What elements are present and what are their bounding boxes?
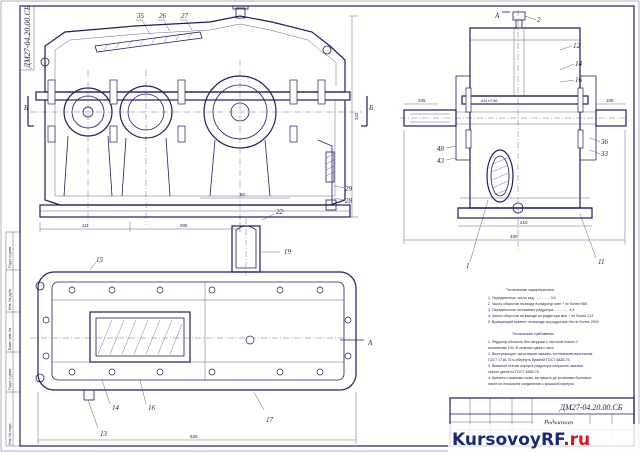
callout-26: 26 xyxy=(159,12,167,20)
plan-inspection-cover xyxy=(89,311,191,363)
side-drain-plug xyxy=(512,202,524,214)
dim-side-bottom-1: 210 xyxy=(520,220,528,225)
dim-plan-length: 625 xyxy=(190,434,198,439)
spec-3: 3. Передаточное отношение редуктора ....… xyxy=(488,308,574,312)
callout-1: 1 xyxy=(466,262,470,270)
side-flange-bolts xyxy=(465,87,584,149)
callout-48: 48 xyxy=(437,145,445,153)
req-2: количестве 10ч. В течении одного часа. xyxy=(488,346,554,350)
spec-2: 2. Число оборотов на входе в редуктор ми… xyxy=(488,302,587,306)
strip-label-3: Взам. инв. № xyxy=(8,328,12,350)
side-fit-label: ⌀34 H7/k6 xyxy=(481,99,498,103)
breather-plug xyxy=(235,7,246,19)
callout-43: 43 xyxy=(437,157,445,165)
side-base-foot xyxy=(457,207,593,219)
front-joint-flange xyxy=(35,91,351,101)
side-left-boss xyxy=(455,75,471,161)
strip-label-4: Инв. № дубл. xyxy=(8,288,12,310)
callout-16: 16 xyxy=(575,76,583,84)
front-bearing-boss-1 xyxy=(63,87,113,137)
callout-19: 19 xyxy=(284,248,292,256)
watermark-text: KursovoyRF.ru xyxy=(452,430,590,450)
dim-side-left: 105 xyxy=(418,98,426,103)
callout-13: 13 xyxy=(100,430,108,438)
front-flange-bolts xyxy=(47,79,326,143)
section-label-right: Б xyxy=(368,104,373,112)
sight-glass-hatch xyxy=(325,153,335,177)
callout-11: 11 xyxy=(598,258,604,266)
callout-36: 36 xyxy=(600,138,609,146)
req-3: 2. Выступающие части валов смазать техни… xyxy=(488,352,593,356)
req-1: 1. Редуктор обкатать без нагрузки с част… xyxy=(488,340,578,344)
callout-2: 2 xyxy=(537,16,541,24)
technical-notes: Техническая характеристика 1. Передаточн… xyxy=(488,288,599,386)
callout-15: 15 xyxy=(96,256,104,264)
callout-28: 28 xyxy=(345,197,353,205)
dim-front-bottom-2: 205 xyxy=(180,223,188,228)
title-product-name: Редуктор xyxy=(543,419,573,427)
top-drawing-code: ДМ27-04.20.00.СБ xyxy=(23,5,32,69)
section-label-left: Б xyxy=(23,104,28,112)
callout-14-plan: 14 xyxy=(112,404,120,412)
view-a-label-plan: А xyxy=(367,339,373,347)
strip-label-2: Подп. и дата xyxy=(8,369,12,390)
drawing-frame xyxy=(19,5,635,447)
strip-label-5: Подп. и дата xyxy=(8,247,12,268)
cover-hatch-pattern xyxy=(103,32,193,51)
callout-35: 35 xyxy=(136,12,145,20)
req-7: 4. Крепить стяжными осям, заглушить до у… xyxy=(488,376,592,380)
callout-33: 33 xyxy=(600,150,609,158)
side-cover-body xyxy=(469,27,581,97)
watermark: KursovoyRF.ru xyxy=(448,424,640,452)
spec-5: 5. Вращающий момент на выходе из редукто… xyxy=(488,320,599,324)
dim-front-height: 342 xyxy=(354,112,359,120)
title-drawing-code: ДМ27-04.20.00.СБ xyxy=(559,403,623,412)
callout-14: 14 xyxy=(575,60,583,68)
side-window-hatch xyxy=(491,157,509,196)
top-code-box: ДМ27-04.20.00.СБ xyxy=(19,5,35,71)
plan-housing-outline xyxy=(37,271,357,391)
front-view: Б Б 342 111 205 50 35 26 27 29 28 xyxy=(23,5,373,232)
strip-label-1: Инв. № подл. xyxy=(8,423,12,445)
spec-4: 4. Число оборотов на выходе из редуктора… xyxy=(488,314,593,318)
side-breather xyxy=(512,11,526,21)
req-5: 3. Внешние стенки корпуса редуктора покр… xyxy=(488,364,583,368)
plan-view: А 625 15 22 19 14 16 17 13 xyxy=(30,208,373,444)
drain-plug xyxy=(325,199,337,211)
requirements-title: Технические требования xyxy=(512,332,553,336)
plan-cover-hatch xyxy=(97,319,183,355)
req-6: серого цвета по ГОСТ 6465-76. xyxy=(488,370,540,374)
side-input-shaft xyxy=(403,109,457,127)
side-output-shaft xyxy=(595,109,627,127)
left-binding-strip: Инв. № подл. Подп. и дата Взам. инв. № И… xyxy=(5,231,21,447)
callout-17: 17 xyxy=(266,416,274,424)
callout-29: 29 xyxy=(345,185,353,193)
view-a-label-top: А xyxy=(494,12,500,20)
callout-16-plan: 16 xyxy=(148,404,156,412)
plan-drain-plug xyxy=(83,389,95,401)
spec-1: 1. Передаточное число ред. .............… xyxy=(488,296,556,300)
oil-sight-glass xyxy=(325,151,335,183)
side-view: А xyxy=(400,10,627,270)
dim-side-bottom-2: 400 xyxy=(510,234,518,239)
dim-front-bottom-3: 50 xyxy=(240,192,246,197)
req-8: пасте по плоскости соединения с крышкой … xyxy=(488,382,575,386)
plan-housing-bolts xyxy=(42,286,352,376)
front-bearing-boss-2 xyxy=(119,85,173,139)
side-joint-flange xyxy=(461,95,589,105)
side-inspection-window xyxy=(486,149,514,203)
specs-title: Техническая характеристика xyxy=(506,288,554,292)
dim-front-bottom-1: 111 xyxy=(82,223,89,228)
callout-27: 27 xyxy=(181,12,189,20)
front-bearing-boss-3 xyxy=(203,75,277,149)
callout-22: 22 xyxy=(276,208,284,216)
dim-side-right: 105 xyxy=(606,98,614,103)
callout-12: 12 xyxy=(573,42,581,50)
req-4: ГОСТ 1716-75 и обернуть бумагой ГОСТ 882… xyxy=(488,358,571,362)
